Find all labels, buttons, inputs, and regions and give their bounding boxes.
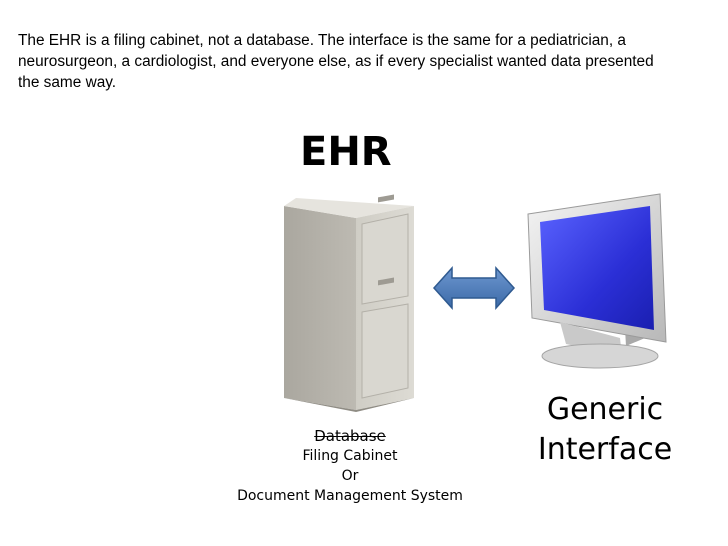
document-management-label: Document Management System [237, 488, 463, 504]
monitor-icon [527, 193, 667, 369]
database-label-struck: Database [314, 427, 386, 445]
double-arrow-icon [432, 266, 516, 310]
filing-cabinet-label: Filing Cabinet [302, 448, 398, 464]
slide-title: EHR [300, 129, 392, 175]
intro-text: The EHR is a filing cabinet, not a datab… [18, 32, 654, 91]
interface-label: Interface [537, 432, 673, 467]
filing-cabinet-icon [284, 194, 414, 412]
interface-caption: Generic Interface [530, 390, 680, 470]
or-label: Or [341, 468, 359, 484]
cabinet-caption: Database Filing Cabinet Or Document Mana… [220, 426, 480, 506]
generic-label: Generic [546, 392, 664, 427]
